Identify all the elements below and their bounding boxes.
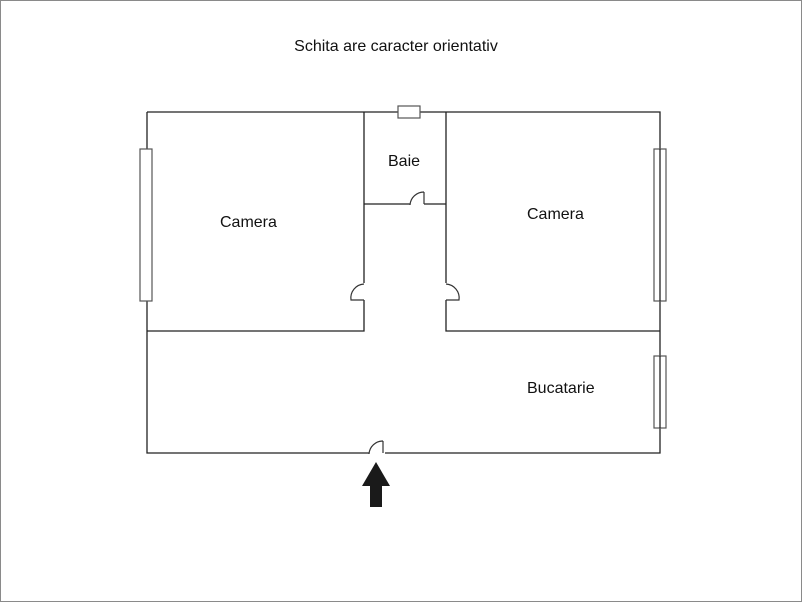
- room-label: Camera: [527, 206, 584, 223]
- diagram-title: Schita are caracter orientativ: [294, 38, 498, 55]
- window-icon: [397, 105, 421, 119]
- window-icon: [139, 148, 153, 302]
- door-icon: [368, 440, 384, 455]
- room-label: Baie: [388, 153, 421, 170]
- room-label: Camera: [220, 214, 277, 231]
- door-icon: [350, 283, 365, 301]
- wall: [445, 112, 660, 332]
- door-icon: [409, 191, 425, 206]
- door-icon: [445, 283, 460, 301]
- room-label: Bucatarie: [527, 380, 595, 397]
- wall: [147, 112, 365, 332]
- arrow-up-icon: [362, 462, 390, 507]
